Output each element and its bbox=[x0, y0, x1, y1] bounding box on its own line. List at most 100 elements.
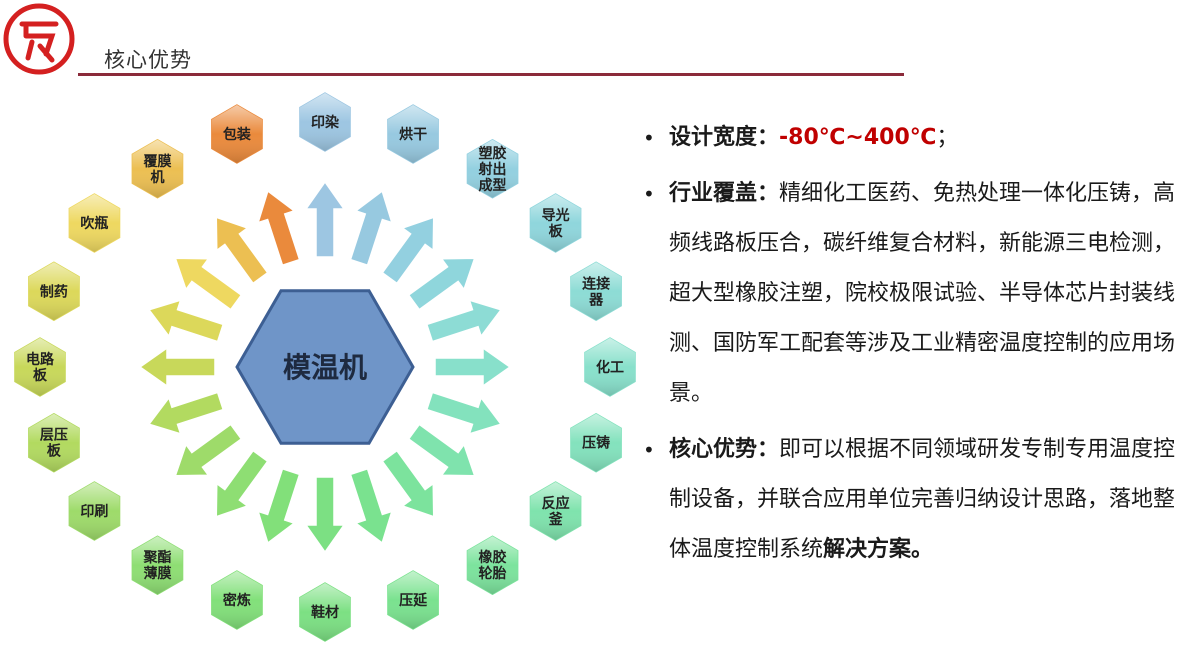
hexagon-label: 板 bbox=[47, 443, 62, 460]
hexagon-gloss bbox=[570, 262, 622, 321]
industry-hexagon: 密炼 bbox=[209, 567, 265, 633]
direction-arrow bbox=[304, 476, 346, 554]
hexagon-gloss bbox=[299, 93, 351, 151]
bullet-label: 设计宽度： bbox=[669, 125, 780, 150]
bullet-dot-icon: • bbox=[643, 438, 655, 462]
hexagon-label: 釜 bbox=[548, 511, 564, 528]
arrow-shape bbox=[434, 346, 512, 388]
arrow-shape bbox=[256, 467, 301, 545]
hexagon-label: 吹瓶 bbox=[80, 215, 108, 232]
arrow-shape bbox=[147, 298, 225, 343]
hexagon-label: 塑胶 bbox=[479, 145, 507, 162]
hexagon-label: 轮胎 bbox=[479, 565, 507, 582]
arrow-shape bbox=[381, 216, 435, 285]
title-underline bbox=[78, 73, 904, 76]
industry-hexagon: 覆膜机 bbox=[129, 136, 186, 201]
hexagon-label: 烘干 bbox=[399, 126, 427, 143]
bullet-emphasis: 解决方案。 bbox=[823, 537, 934, 562]
industry-hexagon: 反应釜 bbox=[527, 478, 584, 544]
direction-arrow bbox=[425, 298, 503, 343]
arrow-shape bbox=[174, 423, 243, 477]
hexagon-label: 射出 bbox=[478, 161, 507, 178]
hexagon-label: 连接 bbox=[582, 275, 610, 292]
hexagon-gloss bbox=[388, 571, 439, 629]
hexagon-gloss bbox=[132, 139, 183, 198]
page-title: 核心优势 bbox=[104, 48, 192, 72]
hexagon-label: 包装 bbox=[223, 126, 252, 143]
direction-arrow bbox=[349, 189, 394, 267]
bullet-design-range: • 设计宽度：-80℃~400℃； bbox=[641, 113, 1186, 163]
hexagon-label: 覆膜 bbox=[144, 153, 172, 170]
hexagon-gloss bbox=[388, 105, 439, 163]
direction-arrow bbox=[215, 449, 269, 518]
hexagon-gloss bbox=[570, 413, 622, 472]
arrow-shape bbox=[425, 391, 503, 436]
industry-hexagon: 层压板 bbox=[26, 410, 82, 475]
direction-arrow bbox=[434, 346, 512, 388]
hexagon-gloss bbox=[69, 482, 120, 540]
direction-arrow bbox=[256, 467, 301, 545]
hexagon-gloss bbox=[530, 194, 581, 252]
bullet-industry-coverage: • 行业覆盖：精细化工医药、免热处理一体化压铸，高频线路板压合，碳纤维复合材料，… bbox=[641, 169, 1186, 419]
direction-arrow bbox=[147, 298, 225, 343]
industry-hexagon: 连接器 bbox=[568, 259, 624, 324]
direction-arrow bbox=[381, 449, 435, 518]
hexagon-label: 化工 bbox=[596, 359, 624, 376]
hexagon-label: 薄膜 bbox=[144, 565, 172, 582]
arrow-shape bbox=[138, 346, 216, 388]
industry-hexagon: 包装 bbox=[209, 101, 265, 167]
center-hexagon: 模温机 bbox=[235, 289, 415, 445]
arrow-shape bbox=[215, 449, 269, 518]
hexagon-label: 制药 bbox=[40, 283, 68, 300]
arrow-shape bbox=[147, 391, 225, 436]
temperature-range: -80℃~400℃ bbox=[779, 125, 937, 150]
direction-arrow bbox=[425, 391, 503, 436]
application-diagram: 印染烘干塑胶射出成型导光板连接器化工压铸反应釜橡胶轮胎压延鞋材密炼聚酯薄膜印刷层… bbox=[12, 89, 638, 645]
arrow-shape bbox=[304, 476, 346, 554]
arrow-shape bbox=[407, 423, 476, 477]
hexagon-label: 板 bbox=[549, 223, 564, 240]
hexagon-label: 成型 bbox=[479, 177, 507, 194]
industry-hexagon: 化工 bbox=[582, 334, 638, 400]
hexagon-gloss bbox=[584, 338, 636, 396]
industry-hexagon: 鞋材 bbox=[297, 579, 353, 645]
direction-arrow bbox=[147, 391, 225, 436]
hexagon-label: 聚酯 bbox=[143, 549, 172, 566]
industry-hexagon: 印刷 bbox=[66, 478, 123, 544]
hexagon-gloss bbox=[132, 536, 183, 595]
arrow-shape bbox=[174, 257, 243, 311]
industry-hexagon: 压铸 bbox=[568, 410, 624, 475]
industry-hexagon: 吹瓶 bbox=[66, 190, 123, 256]
direction-arrow bbox=[215, 216, 269, 285]
hexagon-label: 板 bbox=[33, 367, 48, 384]
industry-hexagon: 烘干 bbox=[385, 101, 441, 167]
direction-arrow bbox=[304, 180, 346, 258]
hexagon-label: 导光 bbox=[542, 207, 570, 224]
hexagon-label: 反应 bbox=[542, 495, 570, 512]
arrow-shape bbox=[425, 298, 503, 343]
industry-hexagon: 印染 bbox=[297, 89, 353, 155]
bullet-core-advantage: • 核心优势：即可以根据不同领域研发专制专用温度控制设备，并联合应用单位完善归纳… bbox=[641, 425, 1186, 575]
direction-arrow bbox=[407, 257, 476, 311]
bullet-label: 行业覆盖： bbox=[669, 181, 780, 206]
hexagon-label: 印刷 bbox=[80, 503, 108, 520]
hexagon-label: 压铸 bbox=[582, 435, 610, 452]
industry-hexagon: 导光板 bbox=[527, 190, 584, 256]
bullet-dot-icon: • bbox=[643, 182, 655, 206]
direction-arrow bbox=[407, 423, 476, 477]
hexagon-label: 机 bbox=[151, 169, 165, 186]
hexagon-gloss bbox=[69, 194, 120, 252]
arrow-shape bbox=[349, 467, 394, 545]
bullet-tail: ； bbox=[936, 125, 959, 150]
industry-hexagon: 电路板 bbox=[12, 334, 68, 400]
direction-arrow bbox=[256, 189, 301, 267]
hexagon-label: 层压 bbox=[40, 428, 68, 444]
hexagon-gloss bbox=[467, 536, 518, 595]
hexagon-label: 鞋材 bbox=[311, 604, 339, 621]
hexagon-gloss bbox=[28, 262, 80, 321]
hexagon-gloss bbox=[211, 571, 262, 629]
hexagon-gloss bbox=[467, 139, 518, 198]
bullet-dot-icon: • bbox=[643, 126, 655, 150]
